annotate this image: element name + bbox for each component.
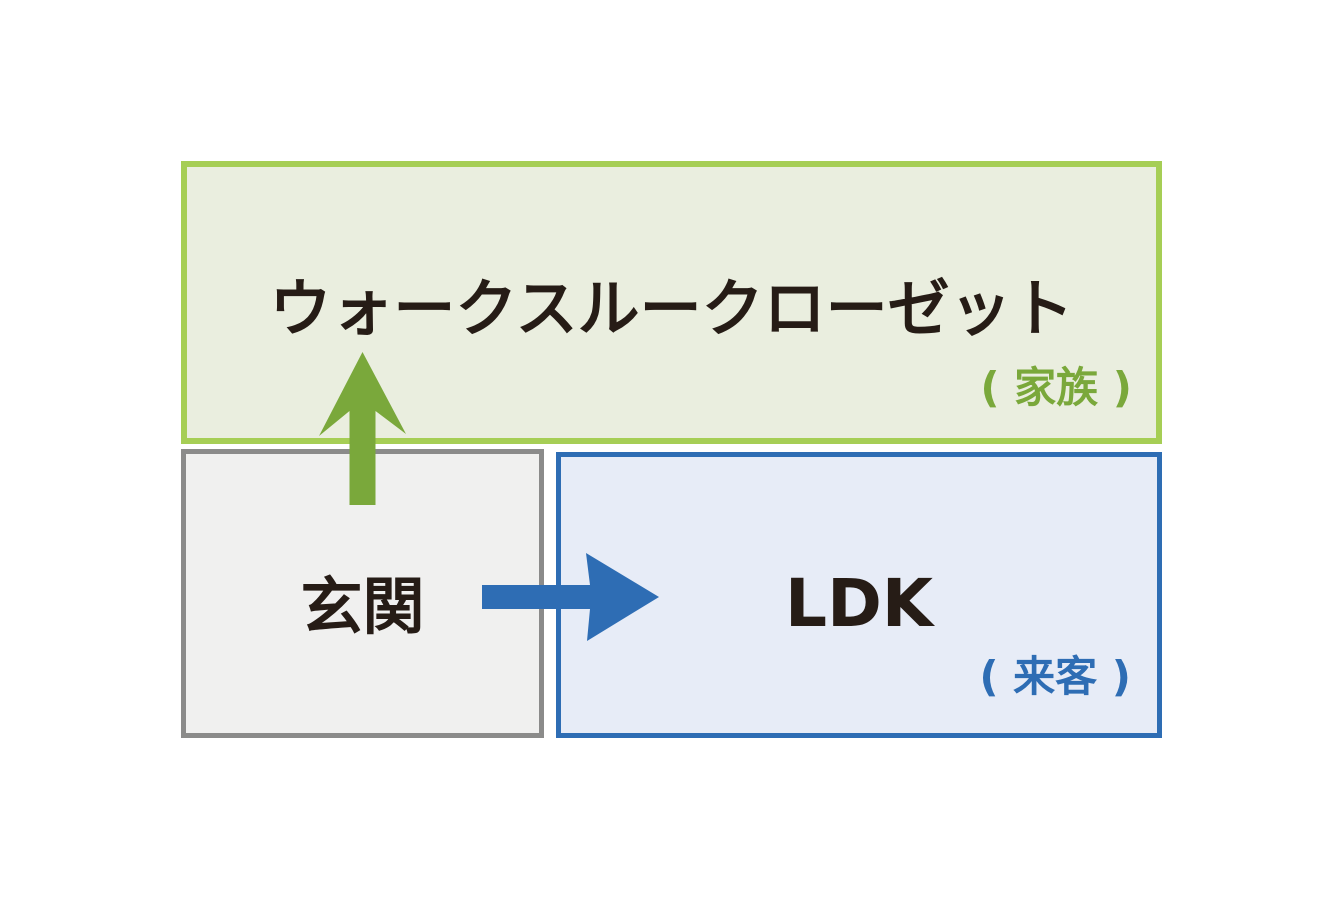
ldk-sublabel-guest: ( 来客 ) bbox=[979, 652, 1131, 701]
entrance-label: 玄関 bbox=[300, 570, 425, 643]
closet-label: ウォークスルークローゼット bbox=[269, 272, 1074, 345]
closet-sublabel-family: ( 家族 ) bbox=[980, 363, 1132, 412]
closet-box: ウォークスルークローゼット ( 家族 ) bbox=[181, 161, 1162, 444]
ldk-box: LDK ( 来客 ) bbox=[556, 452, 1162, 738]
entrance-box: 玄関 bbox=[181, 449, 544, 738]
ldk-label: LDK bbox=[785, 565, 933, 642]
